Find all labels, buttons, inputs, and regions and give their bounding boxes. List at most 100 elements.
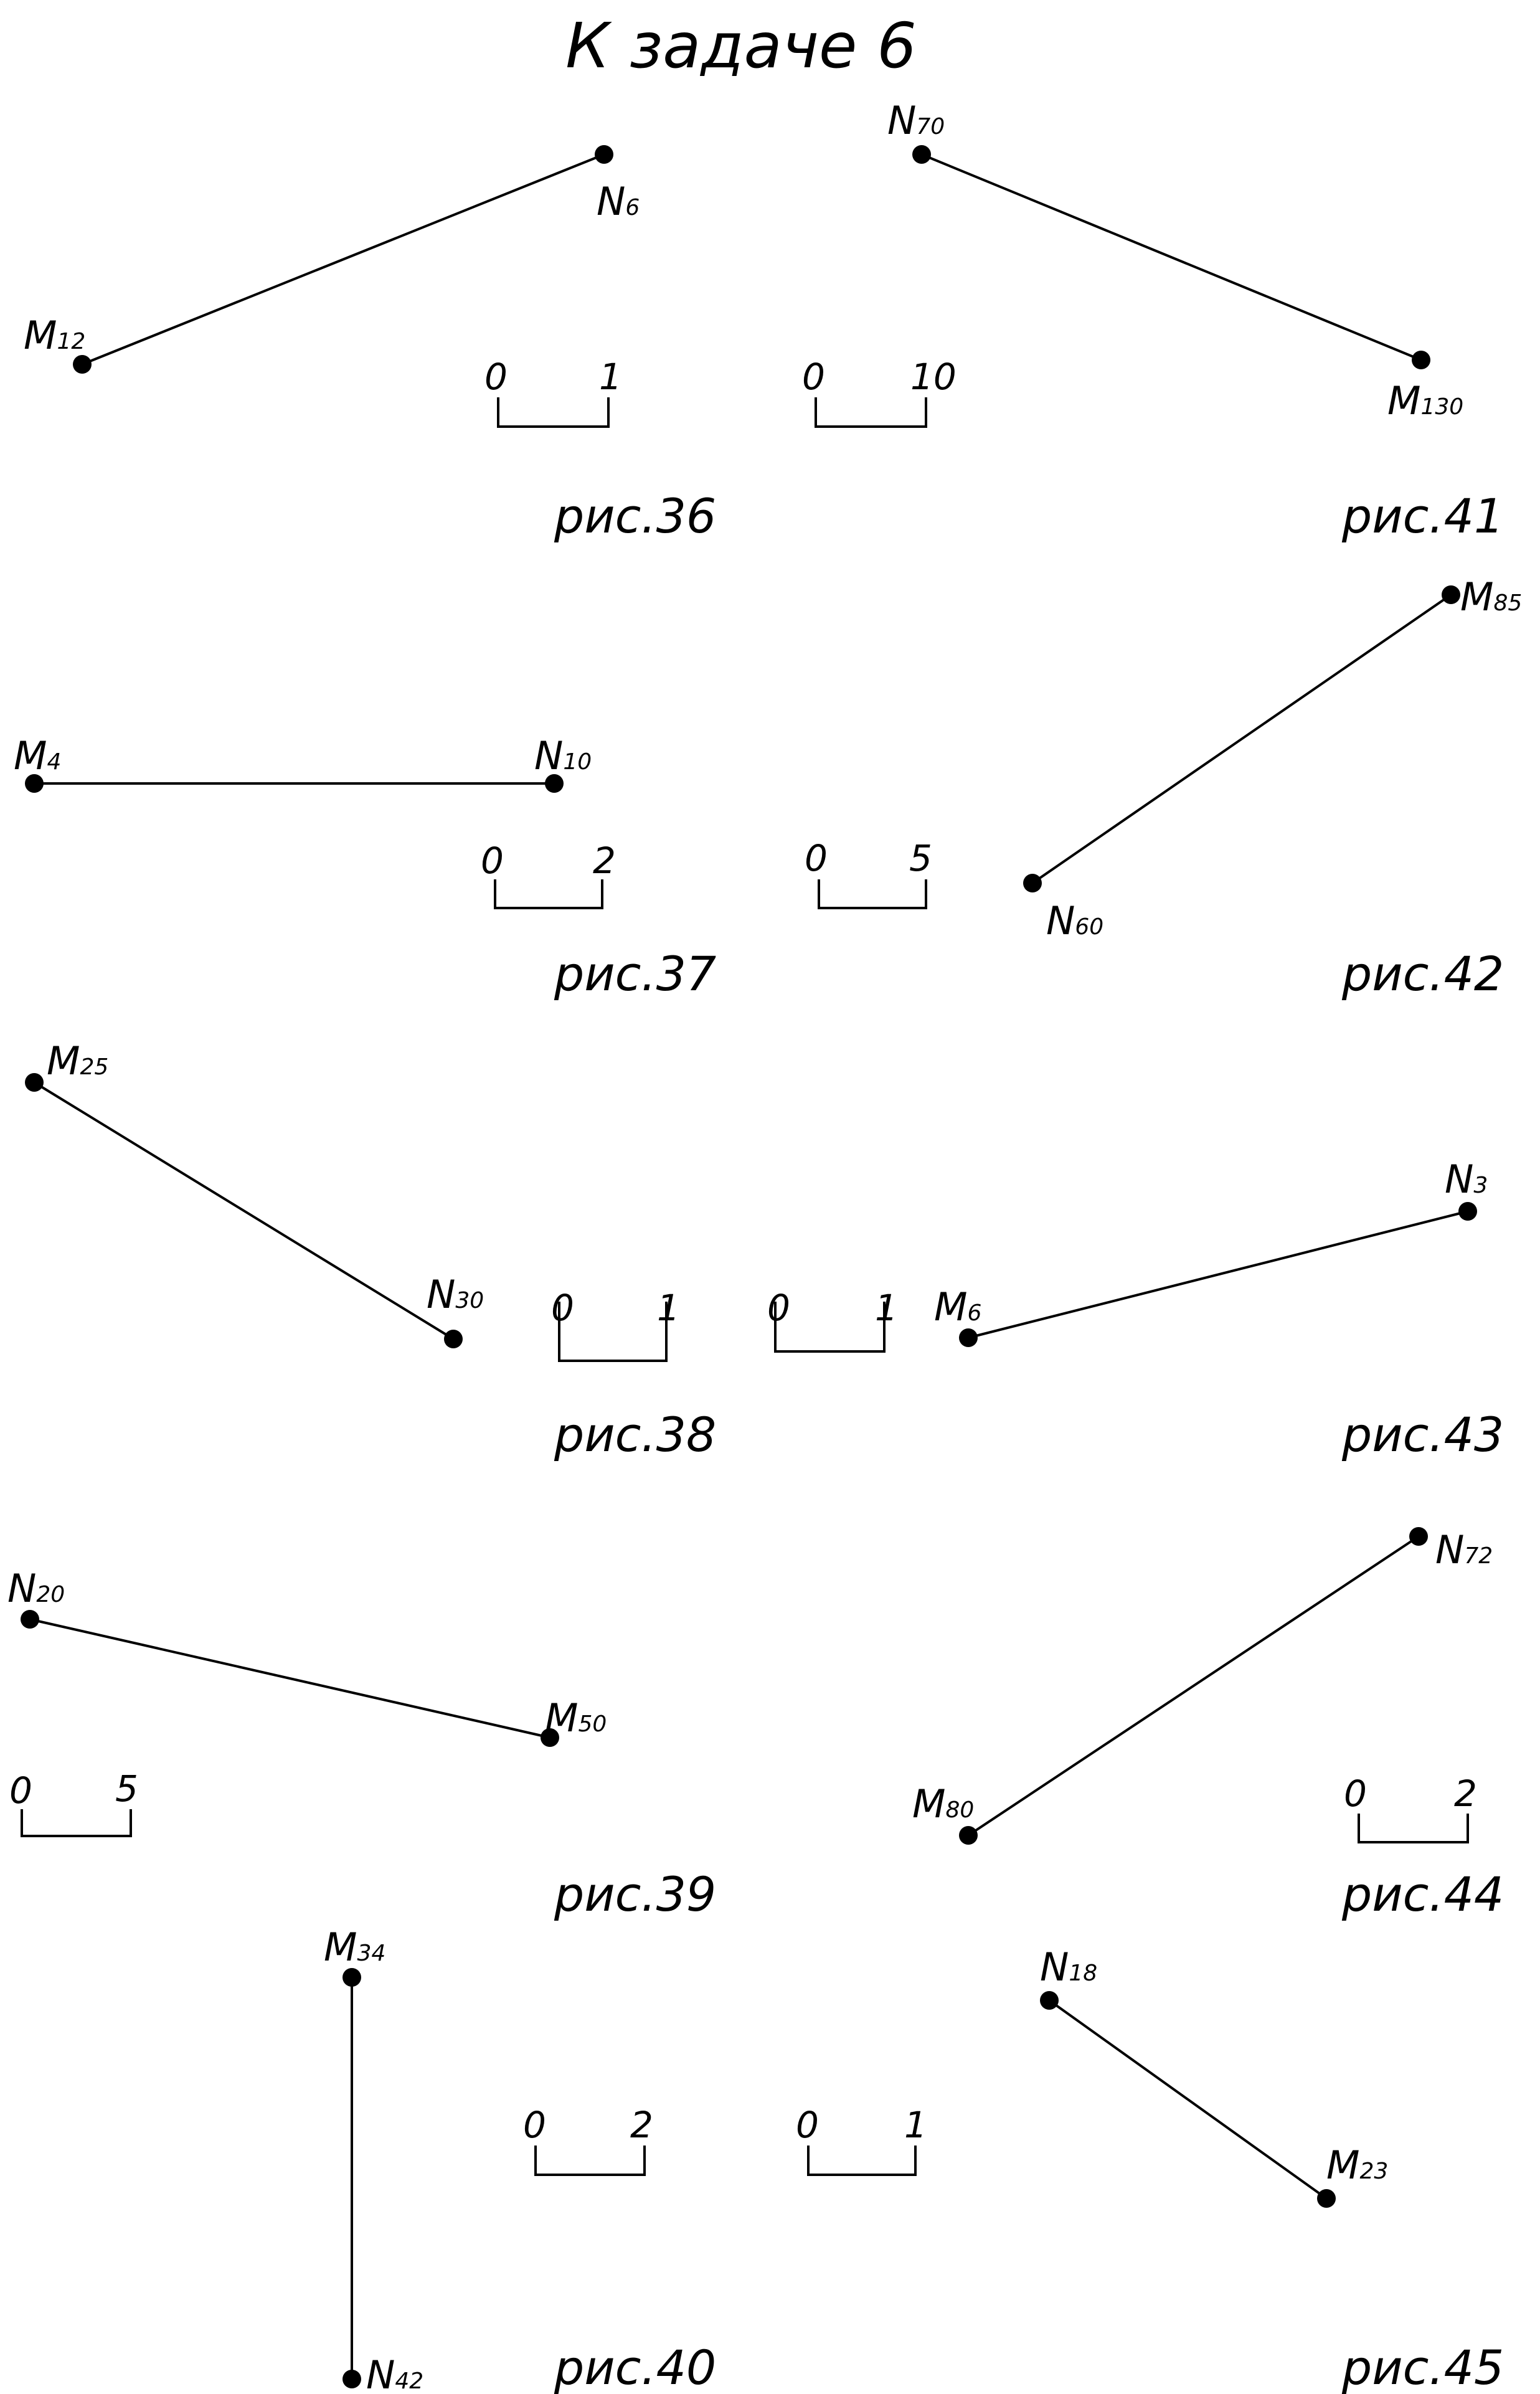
figure-45: N18 M23 рис.45	[1040, 1944, 1504, 2394]
caption-44: рис.44	[1341, 1866, 1504, 1922]
point-n3	[1458, 1202, 1477, 1221]
point-m85	[1442, 585, 1460, 604]
scale-45-from: 0	[796, 2104, 819, 2146]
scale-bar-41: 0 10	[802, 356, 957, 428]
label-m34: M34	[324, 1924, 385, 1970]
caption-42: рис.42	[1341, 946, 1504, 1001]
figure-40: M34 N42 рис.40	[324, 1924, 716, 2394]
caption-45: рис.45	[1341, 2340, 1504, 2394]
caption-39: рис.39	[554, 1866, 716, 1922]
sheet-title: К задаче 6	[565, 9, 917, 82]
point-m6	[959, 1328, 978, 1347]
point-n60	[1023, 874, 1042, 892]
caption-38: рис.38	[554, 1407, 716, 1462]
figure-36: M12 N6 рис.36	[24, 145, 716, 544]
label-n70: N70	[887, 98, 945, 143]
point-n18	[1040, 1991, 1059, 2010]
figure-43: N3 M6 рис.43	[934, 1157, 1504, 1462]
segment-38	[33, 1081, 455, 1340]
scale-40-to: 2	[630, 2104, 653, 2146]
figure-38: M25 N30 рис.38	[25, 1038, 716, 1462]
point-m130	[1412, 351, 1430, 369]
scale-bar-40: 0 2	[523, 2104, 653, 2176]
caption-36: рис.36	[554, 488, 716, 544]
scale-41-from: 0	[802, 356, 825, 398]
figure-37: M4 N10 рис.37	[14, 733, 716, 1001]
label-n30: N30	[427, 1272, 484, 1317]
point-m23	[1317, 2189, 1336, 2208]
scale-bar-37: 0 2	[481, 840, 616, 909]
segment-39	[29, 1618, 550, 1739]
caption-37: рис.37	[554, 946, 716, 1001]
scale-bar-38: 0 1	[551, 1287, 680, 1362]
label-m80: M80	[912, 1781, 974, 1827]
scale-bar-42: 0 5	[805, 837, 932, 909]
scale-42-to: 5	[909, 837, 932, 879]
figure-41: N70 M130 рис.41	[887, 98, 1504, 544]
label-n72: N72	[1435, 1527, 1493, 1573]
point-n72	[1409, 1527, 1428, 1546]
point-m12	[73, 355, 92, 374]
point-m80	[959, 1826, 978, 1845]
label-m23: M23	[1326, 2142, 1388, 2188]
scale-bar-36: 0 1	[484, 356, 622, 428]
point-m25	[25, 1073, 44, 1092]
scale-38-from: 0	[551, 1287, 574, 1329]
label-n10: N10	[534, 733, 592, 778]
segment-41	[921, 153, 1422, 361]
label-m85: M85	[1460, 574, 1522, 620]
label-n42: N42	[366, 2352, 423, 2394]
figure-44: N72 M80 рис.44	[912, 1527, 1504, 1922]
scale-40-from: 0	[523, 2104, 546, 2146]
point-n30	[444, 1330, 463, 1348]
label-n6: N6	[597, 179, 640, 224]
point-n70	[912, 145, 931, 164]
label-m6: M6	[934, 1284, 981, 1330]
scale-36-from: 0	[484, 356, 508, 398]
label-m12: M12	[24, 313, 85, 358]
scale-37-from: 0	[481, 840, 504, 882]
label-m50: M50	[545, 1695, 607, 1741]
scale-43-from: 0	[767, 1287, 790, 1329]
scale-bar-39: 0 5	[9, 1767, 138, 1837]
scale-bar-44: 0 2	[1344, 1772, 1477, 1843]
label-n20: N20	[7, 1566, 65, 1611]
segment-42	[1031, 594, 1452, 884]
label-n18: N18	[1040, 1944, 1097, 1990]
caption-40: рис.40	[554, 2340, 716, 2394]
scale-bar-45: 0 1	[796, 2104, 927, 2176]
scale-41-to: 10	[910, 356, 957, 398]
label-n60: N60	[1046, 898, 1103, 944]
scale-44-to: 2	[1454, 1772, 1477, 1815]
scale-38-to: 1	[657, 1287, 680, 1329]
label-m130: M130	[1387, 378, 1463, 423]
segment-44	[967, 1535, 1420, 1837]
point-n20	[21, 1610, 39, 1629]
segment-45	[1048, 1999, 1328, 2200]
point-m4	[25, 774, 44, 793]
scale-43-to: 1	[875, 1287, 898, 1329]
scale-37-to: 2	[593, 840, 616, 882]
scale-bar-43: 0 1	[767, 1287, 898, 1353]
figure-39: N20 M50 рис.39	[7, 1566, 716, 1922]
label-m4: M4	[14, 733, 61, 778]
scale-39-to: 5	[115, 1767, 138, 1810]
point-n6	[595, 145, 613, 164]
figure-42: M85 N60 рис.42	[1023, 574, 1522, 1001]
scale-42-from: 0	[805, 837, 828, 879]
caption-41: рис.41	[1341, 488, 1504, 544]
scale-36-to: 1	[599, 356, 622, 398]
point-m34	[342, 1968, 361, 1987]
label-n3: N3	[1445, 1157, 1488, 1202]
point-n42	[342, 2370, 361, 2388]
segment-36	[82, 153, 605, 366]
scale-39-from: 0	[9, 1769, 32, 1812]
label-m25: M25	[47, 1038, 108, 1084]
scale-44-from: 0	[1344, 1772, 1367, 1815]
segment-43	[968, 1210, 1468, 1339]
caption-43: рис.43	[1341, 1407, 1504, 1462]
scale-45-to: 1	[904, 2104, 927, 2146]
point-n10	[545, 774, 564, 793]
point-m50	[541, 1728, 559, 1747]
